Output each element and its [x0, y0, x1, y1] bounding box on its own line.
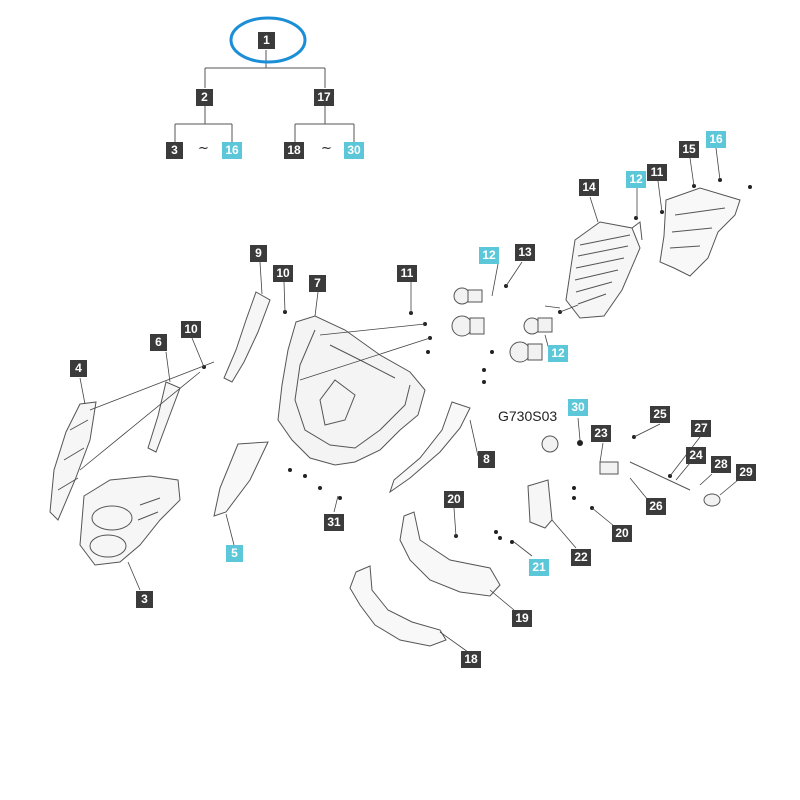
- callout-11-frame[interactable]: 11: [397, 265, 417, 282]
- tree-left-branch-label[interactable]: 2: [196, 89, 213, 106]
- callout-10-upper[interactable]: 10: [273, 265, 293, 282]
- callout-22[interactable]: 22: [571, 549, 591, 566]
- callout-31[interactable]: 31: [324, 514, 344, 531]
- callout-4[interactable]: 4: [70, 360, 87, 377]
- callout-12-grille[interactable]: 12: [626, 171, 646, 188]
- callout-16[interactable]: 16: [706, 131, 726, 148]
- leader-lines: [79, 147, 739, 653]
- tree-right-range-to[interactable]: 30: [344, 142, 364, 159]
- callout-20-upper[interactable]: 20: [444, 491, 464, 508]
- callout-7[interactable]: 7: [309, 275, 326, 292]
- callout-19[interactable]: 19: [512, 610, 532, 627]
- callout-3[interactable]: 3: [136, 591, 153, 608]
- tree-left-range-symbol: ~: [198, 141, 209, 156]
- callout-14[interactable]: 14: [579, 179, 599, 196]
- part-side-trim: [223, 291, 271, 383]
- part-rear-panel: [659, 187, 741, 277]
- callout-6[interactable]: 6: [150, 334, 167, 351]
- callout-26[interactable]: 26: [646, 498, 666, 515]
- part-8-trim: [389, 401, 471, 494]
- callout-10-lower[interactable]: 10: [181, 321, 201, 338]
- part-headlight-housing: [79, 475, 181, 566]
- callout-9[interactable]: 9: [250, 245, 267, 262]
- callout-21[interactable]: 21: [529, 559, 549, 576]
- tree-lines: [174, 50, 355, 142]
- part-left-panel: [49, 401, 97, 521]
- callout-23[interactable]: 23: [591, 425, 611, 442]
- callout-11-grille[interactable]: 11: [647, 164, 667, 181]
- callout-15[interactable]: 15: [679, 141, 699, 158]
- tree-left-range-to[interactable]: 16: [222, 142, 242, 159]
- diagram-code: G730S03: [498, 408, 558, 424]
- tree-right-range-symbol: ~: [321, 141, 332, 156]
- callout-25[interactable]: 25: [650, 406, 670, 423]
- callout-29[interactable]: 29: [736, 464, 756, 481]
- callout-12-lamp-upper[interactable]: 12: [479, 247, 499, 264]
- callout-28[interactable]: 28: [711, 456, 731, 473]
- callout-8[interactable]: 8: [478, 451, 495, 468]
- tree-left-range-from[interactable]: 3: [166, 142, 183, 159]
- part-5-cover: [213, 441, 269, 517]
- part-front-frame: [277, 315, 426, 466]
- callout-12-lamp-lower[interactable]: 12: [548, 345, 568, 362]
- part-grille: [565, 221, 643, 319]
- part-bracket-assembly: [527, 435, 721, 529]
- callout-30[interactable]: 30: [568, 399, 588, 416]
- part-lamps: [451, 287, 553, 363]
- tree-right-range-from[interactable]: 18: [284, 142, 304, 159]
- callout-20-lower[interactable]: 20: [612, 525, 632, 542]
- callout-18[interactable]: 18: [461, 651, 481, 668]
- part-19-lower-cover: [399, 511, 501, 597]
- tree-right-branch-label[interactable]: 17: [314, 89, 334, 106]
- tree-root-label[interactable]: 1: [258, 32, 275, 49]
- callout-27[interactable]: 27: [691, 420, 711, 437]
- part-18-bumper: [349, 565, 447, 647]
- callout-24[interactable]: 24: [686, 447, 706, 464]
- callout-13[interactable]: 13: [515, 244, 535, 261]
- callout-5[interactable]: 5: [226, 545, 243, 562]
- selection-ring: [229, 16, 307, 64]
